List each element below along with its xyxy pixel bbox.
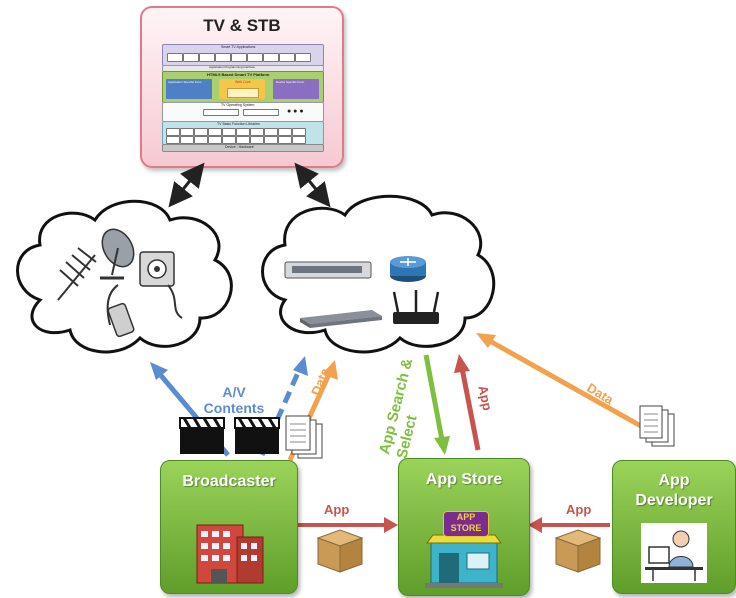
layer-smart-tv-applications-label: Smart TV Applications <box>221 45 256 49</box>
satellite-dish-icon <box>100 228 135 280</box>
smart-tv-stack-diagram: Smart TV Applications Application Progra… <box>162 44 324 152</box>
broadcaster-node: Broadcaster <box>160 460 298 594</box>
app-developer-label: App Developer <box>635 472 713 509</box>
cable-socket-icon <box>139 251 183 319</box>
tv-stb-title: TV & STB <box>203 16 281 35</box>
flat-switch-icon <box>300 310 382 328</box>
app-up-arrow <box>454 354 481 451</box>
app-developer-node: App Developer <box>612 460 736 594</box>
tv-stb-box: TV & STB Smart TV Applications Applicati… <box>140 6 344 168</box>
developer-at-computer-icon <box>641 523 707 583</box>
developer-to-store-app-label: App <box>566 502 592 517</box>
app-package-icon-2 <box>554 529 602 573</box>
app-package-icon <box>316 529 364 573</box>
broadcaster-to-store-app-label: App <box>324 502 350 517</box>
device-specific-label: Device Specific Func. <box>276 80 305 84</box>
app-store-shop-icon: APP STORE <box>421 509 507 589</box>
tv-to-broadcast-cloud-arrow <box>168 162 205 208</box>
tv-antenna-icon <box>57 247 97 301</box>
layer-hardware-label: Device : Hardware <box>225 145 254 149</box>
wireless-router-icon <box>392 290 440 324</box>
broadcaster-building-icon <box>196 524 264 584</box>
clapperboard-icon <box>179 417 225 454</box>
layer-api-label: Application Programming Interface <box>209 65 256 69</box>
layer-tv-os-label: TV Operating System <box>221 103 255 107</box>
app-store-node: App Store APP STORE <box>398 458 530 596</box>
app-search-select-arrow <box>423 354 450 455</box>
layer-hardware: Device : Hardware <box>162 144 324 152</box>
developer-documents-icon <box>639 405 675 447</box>
layer-html5-platform-label: HTML5 Based Smart TV Platform <box>207 72 270 77</box>
web-core-label: Web Core <box>235 80 251 84</box>
av-contents-label: A/V Contents <box>203 384 265 416</box>
layer-tv-basic-label: TV Basic Function Libraries <box>217 122 260 126</box>
documents-icon <box>285 415 323 459</box>
app-store-sign: APP STORE <box>443 511 489 537</box>
broadcaster-label: Broadcaster <box>182 473 276 490</box>
tv-to-internet-cloud-arrow <box>294 162 331 208</box>
developer-to-store-app-arrow <box>528 517 610 533</box>
cable-connector-icon <box>106 284 135 338</box>
broadcaster-to-store-app-arrow <box>296 517 398 533</box>
app-store-label: App Store <box>425 471 503 488</box>
app-specific-label: Application Specific Func. <box>168 80 203 84</box>
router-icon <box>390 256 426 282</box>
clapperboard-icon-2 <box>234 417 280 454</box>
developer-data-arrow <box>476 333 650 433</box>
network-switch-icon <box>284 261 372 279</box>
